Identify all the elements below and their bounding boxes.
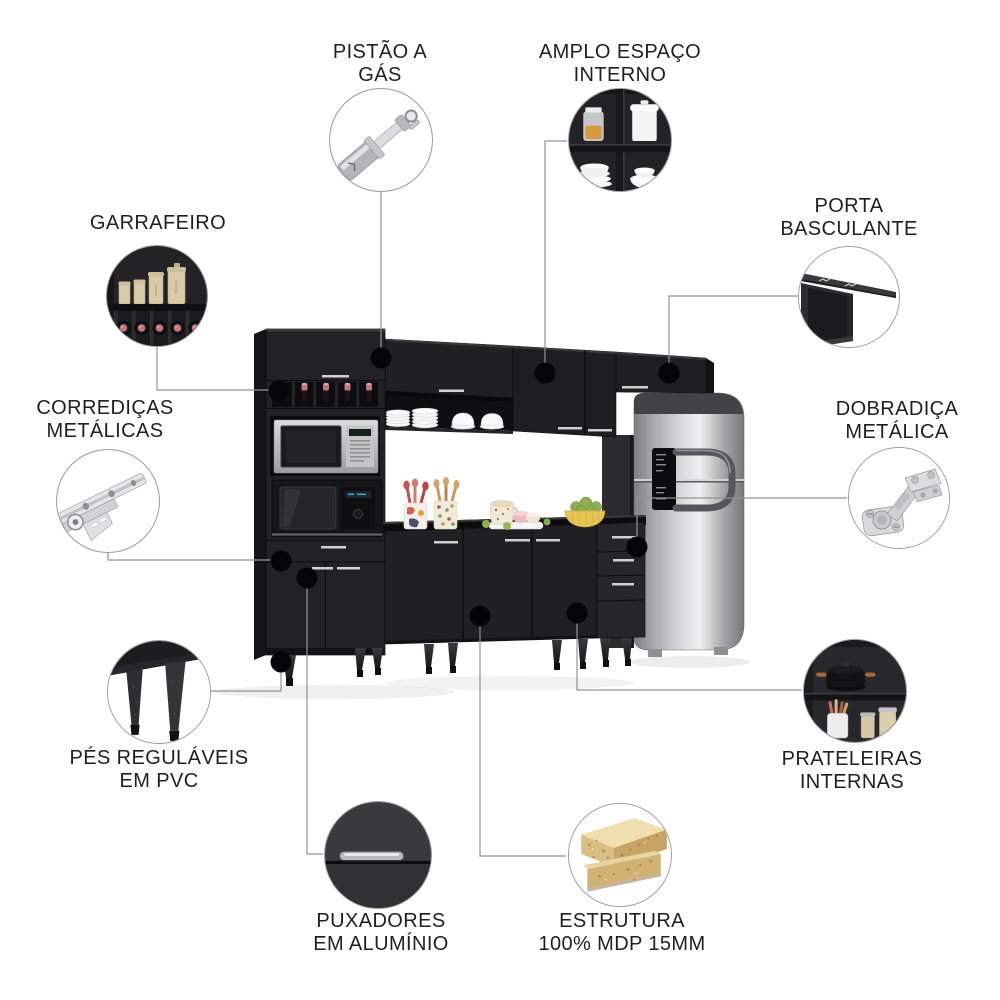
drawer-handle: [613, 559, 634, 562]
door-handle: [505, 539, 530, 542]
callout-label-pes-pvc: PÉS REGULÁVEIS EM PVC: [69, 747, 249, 792]
flip-door-photo: [798, 246, 900, 348]
oven: [271, 479, 383, 538]
floor-shadows: [215, 656, 750, 699]
microwave: [270, 416, 380, 476]
bottle-rack-photo: [106, 245, 208, 347]
left-tower: [254, 328, 386, 660]
upper-cabinets: [384, 338, 617, 438]
door-handle: [536, 539, 560, 542]
adjustable-feet-photo: [107, 640, 211, 744]
callout-label-corredicas: CORREDIÇAS METÁLICAS: [36, 397, 174, 442]
door-handle: [439, 389, 464, 392]
gas-piston-photo: [329, 88, 433, 192]
door-handle: [622, 386, 648, 389]
mdp-board-photo: [568, 803, 672, 907]
callout-label-prateleiras: PRATELEIRAS INTERNAS: [781, 748, 923, 793]
door-handle: [337, 567, 360, 570]
callout-label-pistao-gas: PISTÃO A GÁS: [332, 41, 428, 86]
internal-shelves-photo: [803, 639, 907, 743]
callout-label-porta-basculante: PORTA BASCULANTE: [780, 195, 918, 240]
interior-space-photo: [568, 88, 672, 192]
metal-hinge-photo: [848, 447, 950, 549]
tower-doors: [266, 562, 385, 655]
wood-spoons: [433, 477, 460, 503]
drawer-slide-photo: [56, 449, 160, 553]
callout-label-garrafeiro: GARRAFEIRO: [89, 212, 227, 234]
drawer-handle: [612, 536, 637, 539]
fridge-top-cap: [634, 393, 743, 414]
aluminum-handle-photo: [324, 801, 432, 909]
flip-up-door: [384, 338, 514, 399]
connector-lines: [107, 140, 847, 857]
fruit-bowl: [564, 496, 606, 528]
callout-label-dobradica: DOBRADIÇA METÁLICA: [835, 398, 959, 443]
fridge-foot: [648, 649, 662, 657]
connector-porta-basculante: [668, 295, 798, 373]
connector-dots: [268, 347, 680, 673]
door-handle: [322, 375, 349, 378]
overhead-doors: [512, 345, 617, 438]
door-handle: [558, 427, 582, 430]
connector-puxadores: [306, 578, 323, 855]
connector-amplo-espaco: [544, 140, 567, 373]
door-handle: [588, 429, 612, 432]
connector-prateleiras: [576, 613, 802, 691]
red-utensils: [403, 478, 429, 505]
callout-label-puxadores: PUXADORES EM ALUMÍNIO: [313, 910, 449, 955]
callout-label-estrutura: ESTRUTURA 100% MDP 15MM: [538, 910, 706, 955]
connector-corredicas: [107, 552, 281, 561]
connector-garrafeiro: [156, 347, 279, 391]
pitcher: [489, 500, 519, 525]
drawer-handle: [321, 546, 346, 549]
fridge-control-panel: [652, 448, 676, 510]
door-handle: [312, 567, 333, 570]
counter-decor: [403, 477, 606, 530]
callout-label-amplo-espaco: AMPLO ESPAÇO INTERNO: [538, 41, 702, 86]
fridge-foot: [714, 647, 728, 655]
dishes: [385, 407, 505, 430]
base-cabinets: [384, 523, 598, 645]
connector-dobradica: [636, 497, 847, 547]
drawer-handle: [612, 583, 634, 586]
connector-estrutura: [479, 616, 566, 857]
fridge-handle: [672, 448, 736, 512]
door-handle: [434, 541, 458, 544]
refrigerator: [633, 392, 745, 657]
